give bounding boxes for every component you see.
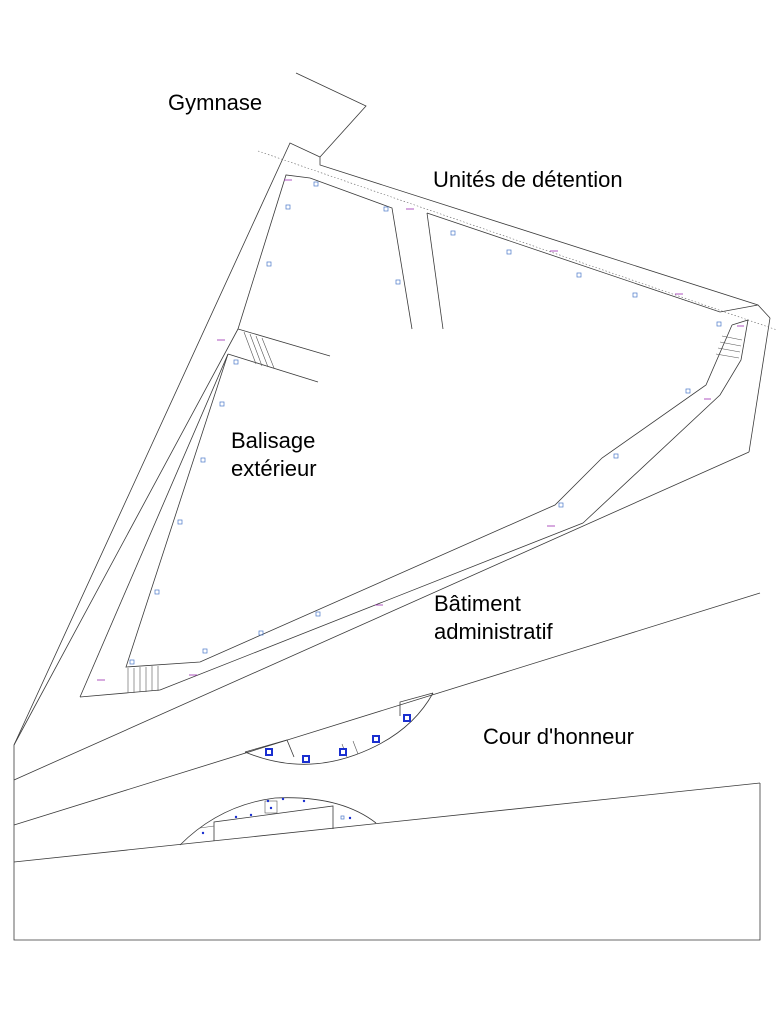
axis-line <box>257 150 777 331</box>
cour-fixtures <box>201 797 352 835</box>
elevation-tags <box>97 179 744 681</box>
label-batiment-line2: administratif <box>434 619 553 644</box>
label-balisage-exterieur: Balisage extérieur <box>231 427 317 483</box>
outer-boundary <box>13 142 771 781</box>
lamp-markers <box>129 181 722 820</box>
label-cour-honneur: Cour d'honneur <box>483 724 634 749</box>
facade-fixtures <box>265 714 411 763</box>
batiment-administratif <box>13 592 761 826</box>
upper-courtyard <box>237 174 759 357</box>
label-balisage-line2: extérieur <box>231 456 317 481</box>
gymnase-wall <box>295 72 367 158</box>
label-gymnase: Gymnase <box>168 90 263 115</box>
label-balisage-line1: Balisage <box>231 428 316 453</box>
stairs-upper-left <box>243 331 275 369</box>
main-courtyard <box>13 319 749 746</box>
site-frame <box>13 780 761 941</box>
label-unites-detention: Unités de détention <box>433 167 623 192</box>
label-batiment-administratif: Bâtiment administratif <box>434 590 553 646</box>
stairs-bottom-left <box>127 666 159 693</box>
cour-d-honneur <box>13 782 761 863</box>
stairs-right <box>715 335 743 359</box>
label-batiment-line1: Bâtiment <box>434 591 521 616</box>
